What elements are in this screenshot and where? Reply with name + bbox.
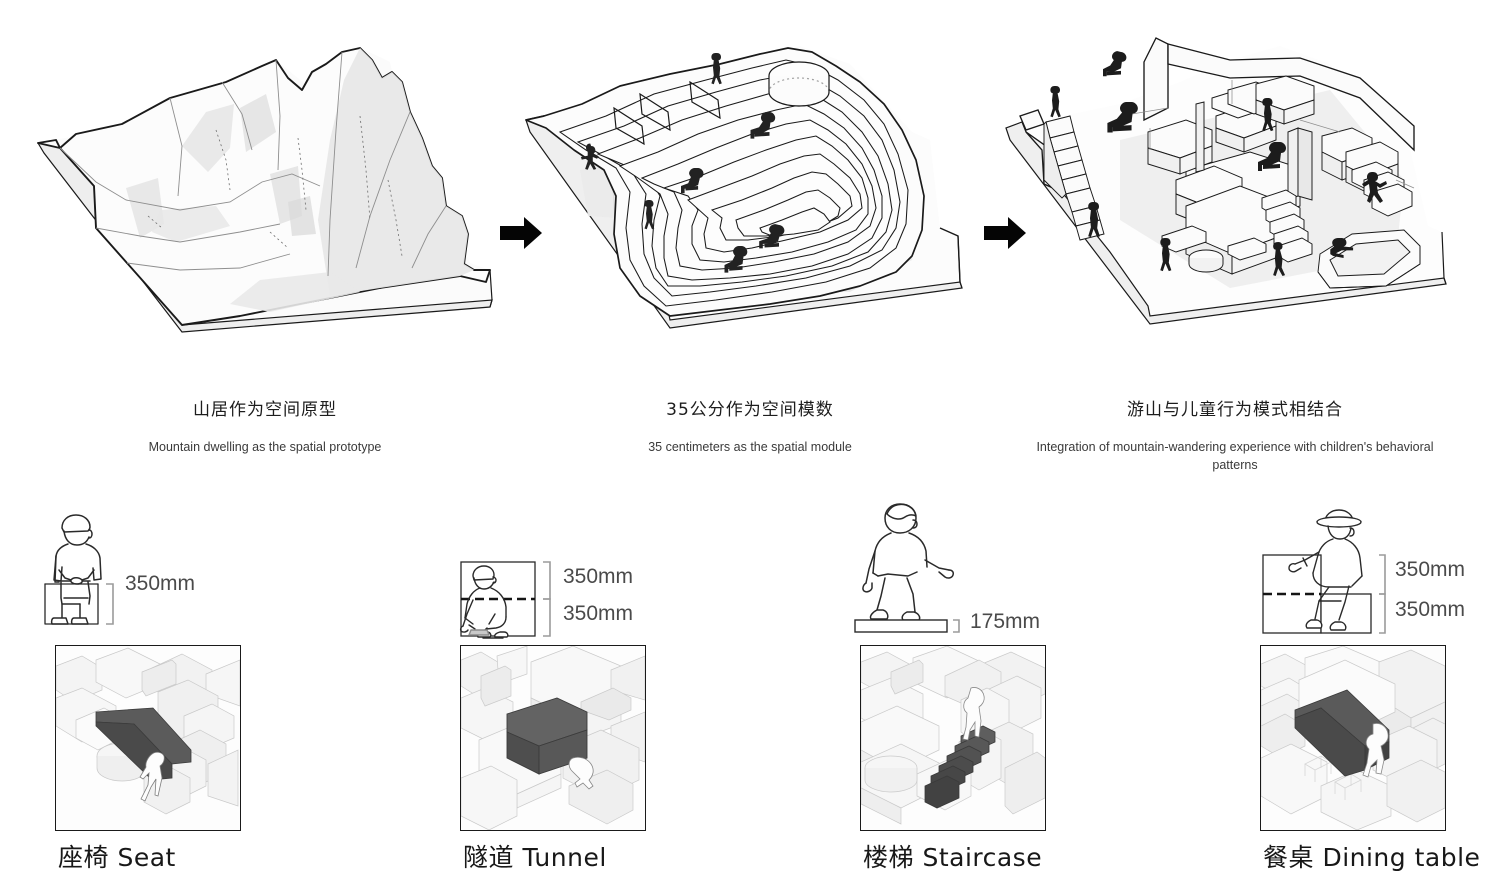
caption-en-2: 35 centimeters as the spatial module	[648, 440, 852, 454]
crouching-child-figure	[459, 565, 509, 639]
child-figure	[1362, 723, 1389, 778]
step-slab	[854, 619, 948, 633]
seat-axonometric-thumbnail	[55, 645, 241, 831]
module-examples-row: 350mm	[0, 500, 1500, 894]
staircase-section-diagram: 175mm	[845, 500, 1245, 645]
seated-child-with-hat-figure	[1288, 509, 1363, 631]
right-arrow-icon	[498, 213, 544, 253]
seat-section-diagram: 350mm	[40, 500, 440, 645]
walking-child-figure	[862, 503, 954, 621]
dimension-label-lower-350mm: 350mm	[1395, 598, 1466, 621]
panel-contour-terraces	[520, 20, 990, 375]
module-label-dining-table: 餐桌 Dining table	[1263, 843, 1481, 872]
caption-cn-2: 35公分作为空间模数	[666, 400, 834, 420]
module-cell-tunnel: 350mm 350mm	[445, 500, 845, 894]
tunnel-axonometric-thumbnail	[460, 645, 646, 831]
dining-table-section-diagram: 350mm 350mm	[1245, 500, 1500, 645]
seated-adult-figure	[44, 514, 102, 625]
caption-panel-2: 35公分作为空间模数 35 centimeters as the spatial…	[515, 395, 985, 456]
caption-en-3: Integration of mountain-wandering experi…	[1036, 440, 1434, 473]
dimension-brackets	[1379, 554, 1386, 634]
dimension-label-350mm: 350mm	[125, 572, 196, 595]
stepped-terrain	[525, 47, 925, 317]
dimension-label-upper-350mm: 350mm	[563, 565, 634, 588]
dimension-bracket	[953, 619, 960, 633]
caption-panel-1: 山居作为空间原型 Mountain dwelling as the spatia…	[30, 395, 500, 456]
caption-en-1: Mountain dwelling as the spatial prototy…	[148, 440, 382, 454]
module-label-seat: 座椅 Seat	[58, 843, 176, 872]
dimension-label-175mm: 175mm	[970, 610, 1041, 633]
dimension-label-lower-350mm: 350mm	[563, 602, 634, 625]
panel-mountain-massing	[30, 20, 500, 375]
interior-massing	[1147, 75, 1421, 289]
module-cell-dining-table: 350mm 350mm	[1245, 500, 1500, 894]
dimension-brackets	[543, 561, 551, 637]
child-figure	[962, 687, 985, 741]
caption-cn-1: 山居作为空间原型	[193, 400, 337, 420]
dimension-bracket	[106, 583, 114, 625]
right-arrow-icon	[982, 213, 1028, 253]
module-label-tunnel: 隧道 Tunnel	[463, 843, 607, 872]
dining-table-axonometric-thumbnail	[1260, 645, 1446, 831]
caption-panel-3: 游山与儿童行为模式相结合 Integration of mountain-wan…	[1000, 395, 1470, 474]
human-figures	[580, 53, 785, 273]
highlight-tunnel-volume	[506, 697, 588, 775]
tunnel-section-diagram: 350mm 350mm	[445, 500, 845, 645]
human-figures	[1050, 51, 1387, 276]
concept-sequence-row: 山居作为空间原型 Mountain dwelling as the spatia…	[30, 20, 1470, 474]
mountain-mass	[37, 47, 491, 326]
highlight-stair-flight	[924, 725, 996, 809]
module-label-staircase: 楼梯 Staircase	[863, 843, 1043, 872]
staircase-axonometric-thumbnail	[860, 645, 1046, 831]
child-figure	[139, 751, 165, 802]
panel-interior-axonometric	[1000, 20, 1470, 375]
crawling-child-figure	[568, 756, 594, 790]
dimension-label-upper-350mm: 350mm	[1395, 558, 1466, 581]
module-cell-seat: 350mm	[40, 500, 440, 894]
module-cell-staircase: 175mm	[845, 500, 1245, 894]
caption-cn-3: 游山与儿童行为模式相结合	[1127, 400, 1343, 420]
